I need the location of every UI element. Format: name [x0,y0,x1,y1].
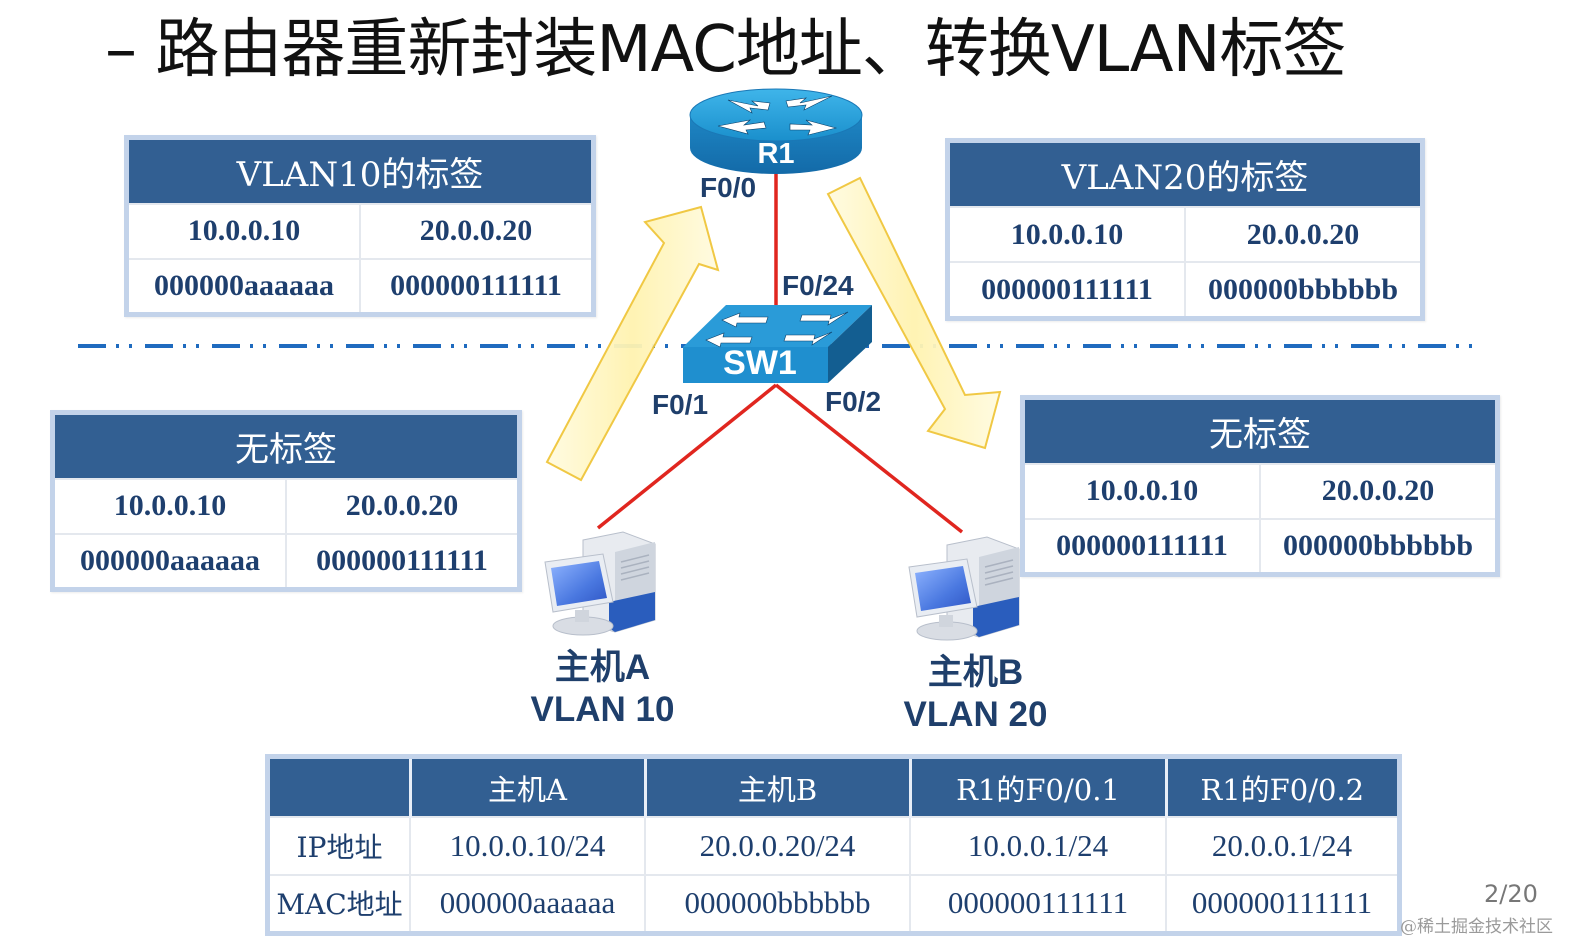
frame-header: 无标签 [1025,400,1495,464]
frame-dst-mac: 000000111111 [285,532,517,587]
switch-port-f0-1: F0/1 [652,389,709,420]
link-sw1-hosta [596,383,778,530]
table-cell: 20.0.0.1/24 [1165,816,1397,875]
frame-dst-ip: 20.0.0.20 [1259,463,1495,519]
frame-dst-mac: 000000bbbbbb [1184,261,1420,316]
table-cell: 10.0.0.10/24 [409,816,645,875]
table-row: IP地址 10.0.0.10/24 20.0.0.20/24 10.0.0.1/… [270,816,1397,875]
host-b-name: 主机B [927,653,1024,692]
frame-dst-ip: 20.0.0.20 [285,478,517,534]
frame-header: VLAN10的标签 [129,140,591,204]
page-number: 2/20 [1484,880,1538,908]
arrow-down-icon [826,176,1002,450]
frame-dst-mac: 000000bbbbbb [1259,517,1495,572]
table-row: MAC地址 000000aaaaaa 000000bbbbbb 00000011… [270,873,1397,931]
address-table-header: R1的F0/0.1 [908,759,1166,817]
table-cell: 000000111111 [1165,873,1397,931]
router-name-label: R1 [757,138,795,170]
watermark: @稀土掘金技术社区 [1400,917,1553,937]
address-table-header: 主机A [408,759,645,817]
table-cell: 20.0.0.20/24 [644,816,910,875]
host-a-computer-icon [544,531,656,636]
frame-dst-ip: 20.0.0.20 [359,203,591,259]
switch-name-label: SW1 [723,344,797,382]
address-table-header-row: 主机A 主机B R1的F0/0.1 R1的F0/0.2 [270,759,1397,817]
arrow-up-icon [545,205,720,482]
frame-dst-ip: 20.0.0.20 [1184,205,1420,263]
address-table-header [270,759,410,817]
frame-src-mac: 000000aaaaaa [129,257,360,312]
address-table-header: 主机B [643,759,910,817]
table-cell: 000000111111 [909,873,1166,931]
row-label: MAC地址 [270,873,410,931]
frame-dst-mac: 000000111111 [359,257,591,312]
frame-src-ip: 10.0.0.10 [1025,463,1260,519]
link-sw1-hostb [774,383,964,534]
row-label: IP地址 [270,816,410,875]
frame-header: VLAN20的标签 [950,143,1420,207]
frame-src-ip: 10.0.0.10 [950,205,1185,263]
switch-port-f0-24: F0/24 [782,270,854,301]
host-a-label: 主机A VLAN 10 [500,647,705,731]
switch-icon [683,305,872,383]
host-b-vlan: VLAN 20 [903,695,1048,734]
frame-src-ip: 10.0.0.10 [55,478,286,534]
address-table: 主机A 主机B R1的F0/0.1 R1的F0/0.2 IP地址 10.0.0.… [265,754,1402,936]
host-b-computer-icon [908,536,1020,641]
switch-port-f0-2: F0/2 [825,386,882,417]
host-a-name: 主机A [554,648,651,687]
router-port-f0-0: F0/0 [700,172,757,203]
table-cell: 10.0.0.1/24 [909,816,1166,875]
frame-src-mac: 000000aaaaaa [55,532,286,587]
address-table-header: R1的F0/0.2 [1164,759,1397,817]
frame-src-ip: 10.0.0.10 [129,203,360,259]
host-a-vlan: VLAN 10 [530,690,675,729]
slide-title: – 路由器重新封装MAC地址、转换VLAN标签 [105,13,1346,87]
frame-header: 无标签 [55,415,517,479]
router-icon [689,88,863,174]
frame-src-mac: 000000111111 [1025,517,1260,572]
table-cell: 000000bbbbbb [644,873,910,931]
host-b-label: 主机B VLAN 20 [873,652,1078,736]
frame-src-mac: 000000111111 [950,261,1185,316]
table-cell: 000000aaaaaa [409,873,645,931]
